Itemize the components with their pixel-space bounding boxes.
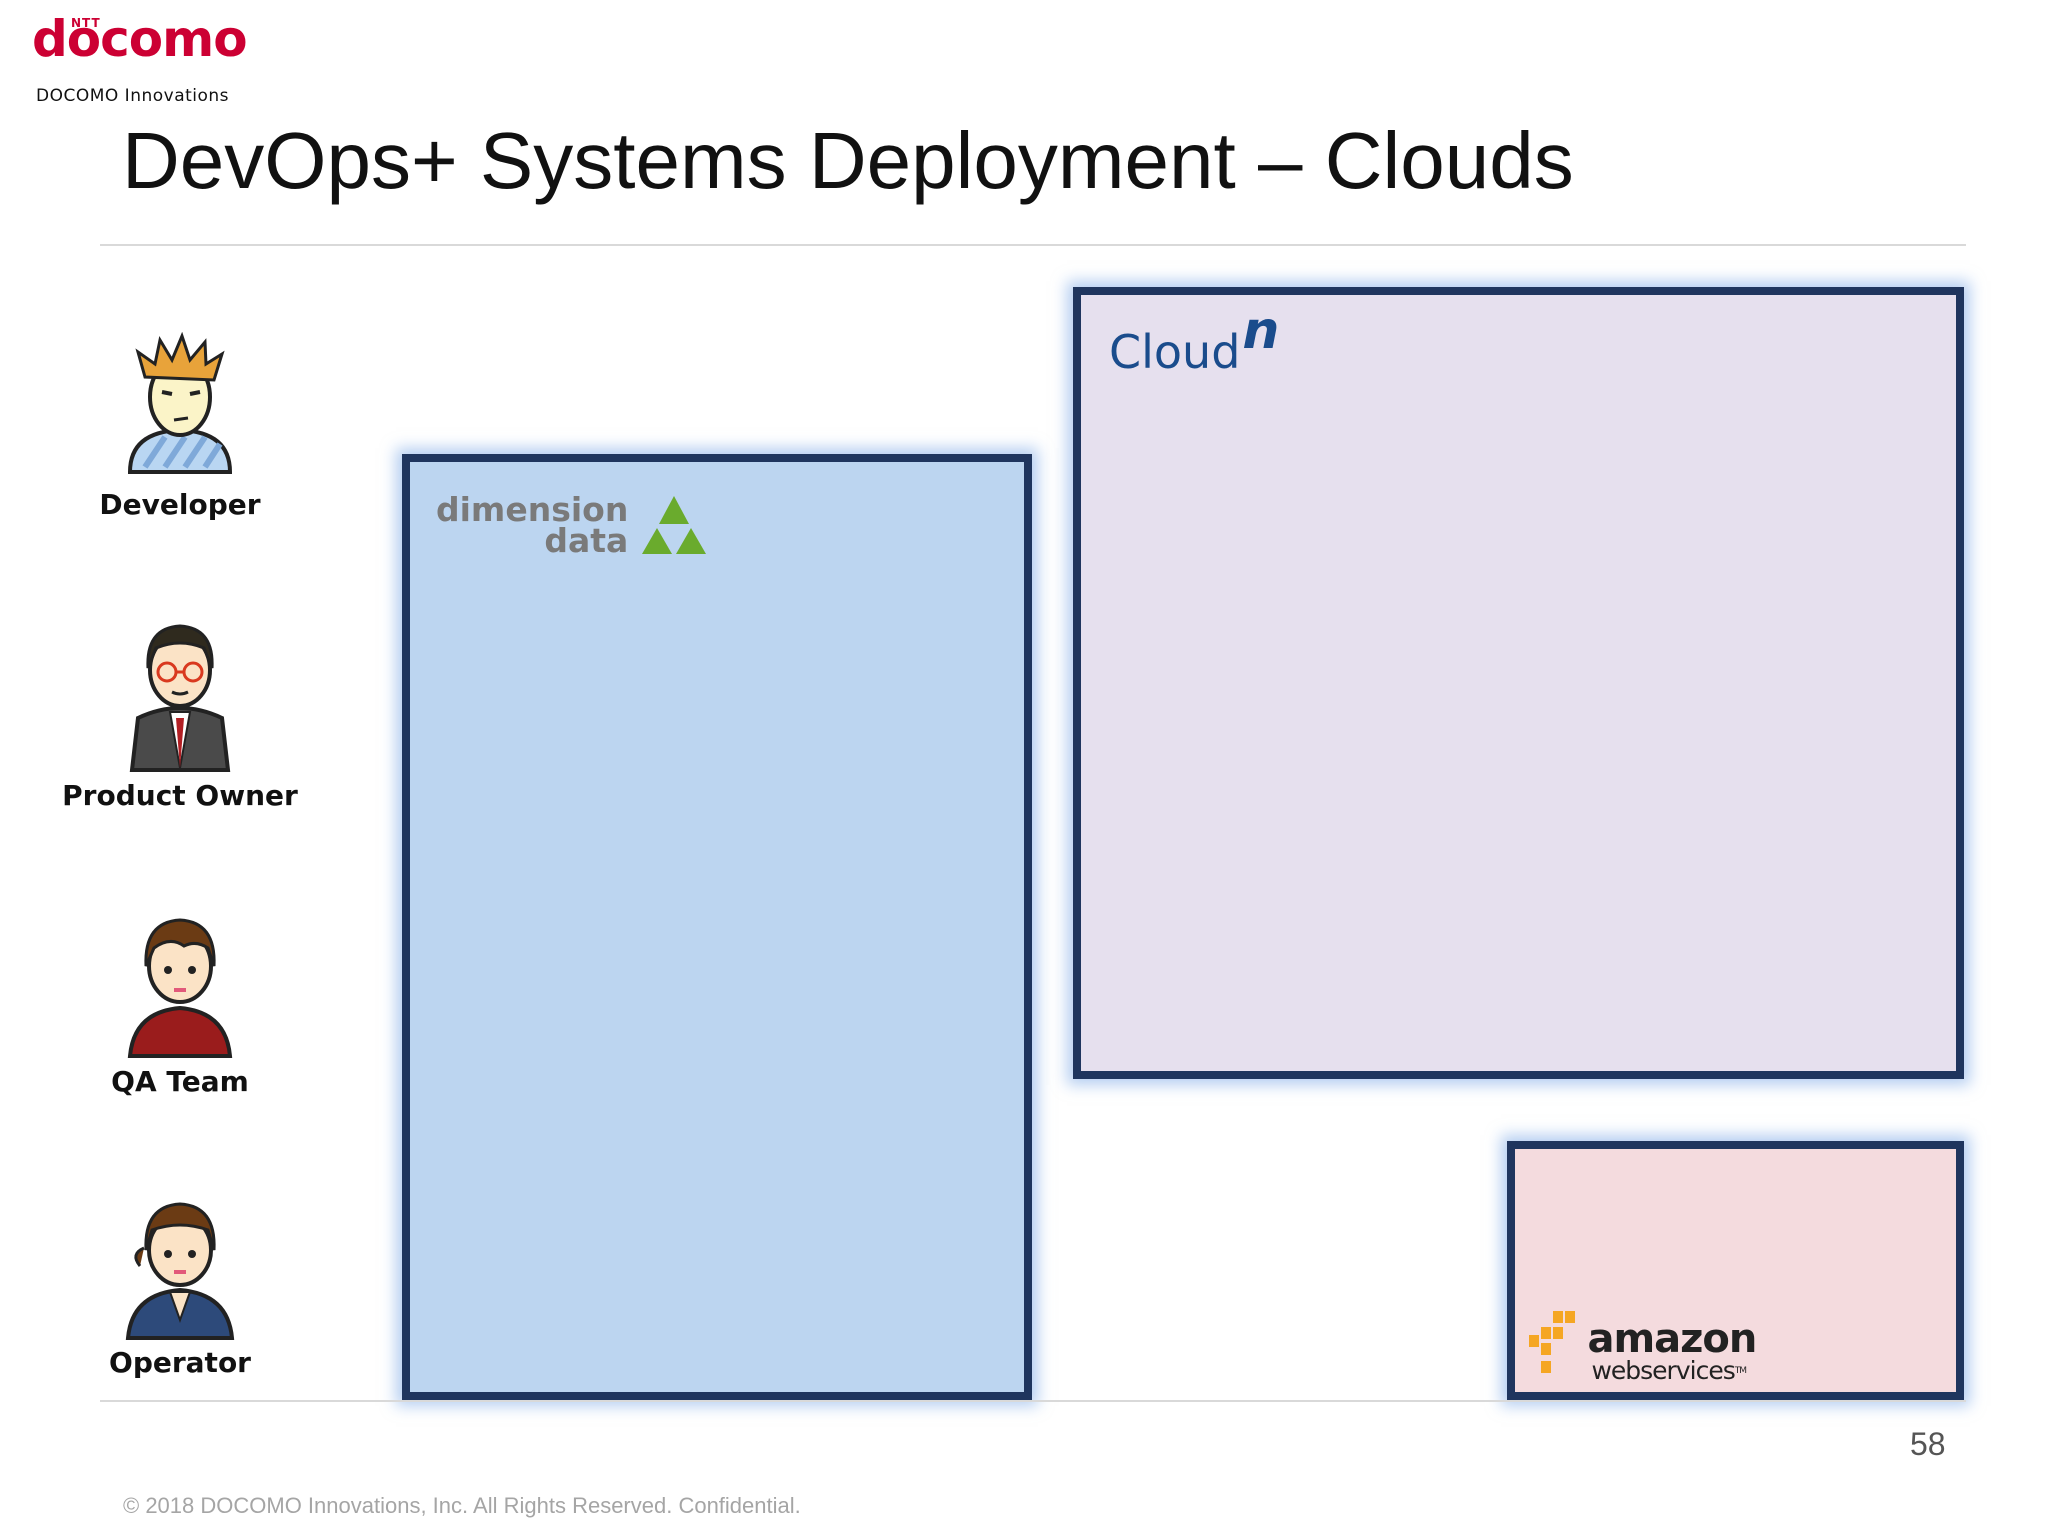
aws-cloud-box: amazon webservicesTM	[1507, 1141, 1964, 1400]
page-number: 58	[1910, 1426, 1946, 1462]
actor-operator: Operator	[50, 1190, 310, 1379]
cloudn-cloud-box: Cloudn	[1073, 287, 1964, 1079]
page-title: DevOps+ Systems Deployment – Clouds	[122, 116, 1574, 205]
ntt-logo-text: NTT	[71, 16, 101, 30]
cloudn-logo-superscript: n	[1242, 301, 1280, 361]
actor-qa-team: QA Team	[50, 904, 310, 1098]
actor-developer: Developer	[50, 332, 310, 521]
top-divider	[100, 244, 1966, 246]
bottom-divider	[100, 1400, 1966, 1402]
aws-cubes-icon	[1529, 1311, 1575, 1373]
actor-label: Developer	[99, 488, 261, 521]
actor-label: Product Owner	[62, 779, 298, 812]
dimension-data-cloud-box: dimension data	[402, 454, 1032, 1400]
developer-icon	[127, 332, 233, 474]
aws-logo: amazon webservicesTM	[1527, 1309, 1757, 1385]
aws-logo-amazon: amazon	[1587, 1316, 1757, 1362]
dimension-data-triangle-icon	[641, 496, 706, 554]
copyright-notice: © 2018 DOCOMO Innovations, Inc. All Righ…	[123, 1493, 801, 1518]
actor-label: Operator	[109, 1346, 251, 1379]
aws-logo-tm: TM	[1734, 1366, 1747, 1376]
qa-team-icon	[127, 918, 233, 1058]
actor-product-owner: Product Owner	[50, 608, 310, 812]
cloudn-logo-main: Cloud	[1109, 325, 1241, 379]
dimension-data-line1: dimension	[436, 490, 629, 529]
dimension-data-logo: dimension data	[436, 493, 709, 557]
dimension-data-line2: data	[544, 521, 629, 560]
docomo-logo: docomo	[32, 10, 248, 68]
operator-icon	[125, 1202, 235, 1340]
cloudn-logo: Cloudn	[1109, 301, 1279, 381]
actor-label: QA Team	[111, 1065, 249, 1098]
aws-logo-webservices: webservices	[1591, 1356, 1735, 1385]
product-owner-icon	[129, 624, 231, 772]
brand-subtitle: DOCOMO Innovations	[36, 86, 230, 106]
